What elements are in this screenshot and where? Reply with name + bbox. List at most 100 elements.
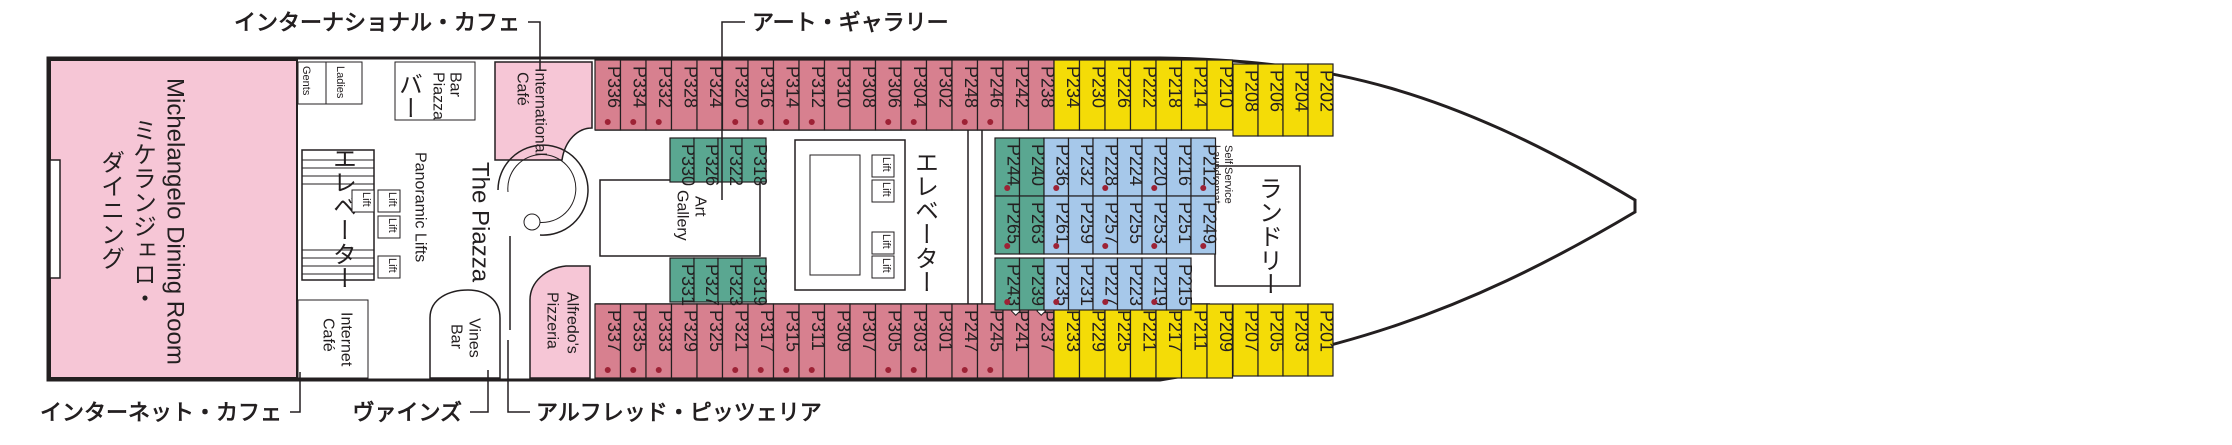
cabin-label: P327 (702, 264, 722, 306)
cabin-p247[interactable] (951, 303, 979, 379)
cabin-p329[interactable] (670, 303, 698, 379)
mid-lift-4[interactable] (871, 255, 895, 279)
cabin-p242[interactable] (1002, 59, 1030, 131)
alfredos-label-1: Alfredo's (564, 292, 581, 354)
cabin-p231[interactable] (1067, 257, 1094, 311)
restroom-gents[interactable] (297, 61, 327, 105)
cabin-label: P265 (1003, 202, 1023, 244)
cabin-p314[interactable] (772, 59, 800, 131)
cabin-p246[interactable] (976, 59, 1004, 131)
cabin-label: P304 (910, 66, 930, 108)
cabin-p316[interactable] (747, 59, 775, 131)
cabin-p203[interactable] (1282, 303, 1309, 377)
cabin-p238[interactable] (1027, 59, 1055, 131)
callout-line-intl-cafe (528, 21, 541, 70)
mid-lift-3[interactable] (871, 231, 895, 255)
cabin-p240[interactable] (1018, 137, 1045, 197)
cabin-p330[interactable] (669, 137, 695, 183)
cabin-label: P320 (731, 66, 751, 108)
cabin-p239[interactable] (1018, 257, 1045, 311)
cabin-label: P239 (1028, 264, 1048, 306)
cabin-p328[interactable] (670, 59, 698, 131)
cabin-p311[interactable] (798, 303, 826, 379)
lift-4[interactable] (351, 189, 375, 213)
dining-room[interactable] (49, 59, 298, 379)
lift-1[interactable] (377, 189, 401, 213)
cabin-p318[interactable] (741, 137, 767, 183)
cabin-p317[interactable] (747, 303, 775, 379)
cabin-p234[interactable] (1053, 59, 1081, 131)
mid-lift-1[interactable] (871, 154, 895, 178)
cabin-p319[interactable] (741, 257, 767, 303)
cabin-p207[interactable] (1232, 303, 1259, 377)
cabin-label: P321 (731, 310, 751, 352)
aft-stair-lines (302, 159, 374, 275)
balcony-dot (885, 367, 892, 373)
aft-elevator-label: エレベーター (329, 146, 356, 290)
cabin-p218[interactable] (1155, 59, 1183, 131)
laundry[interactable] (1214, 165, 1301, 287)
cabin-p232[interactable] (1067, 137, 1094, 197)
cabin-p325[interactable] (696, 303, 724, 379)
cabin-p215[interactable] (1165, 257, 1192, 311)
cabin-p323[interactable] (717, 257, 743, 303)
cabin-p217[interactable] (1155, 303, 1183, 379)
cabin-label: P212 (1199, 144, 1219, 186)
cabin-p237[interactable] (1027, 303, 1055, 379)
cabin-p226[interactable] (1104, 59, 1132, 131)
cabin-p304[interactable] (900, 59, 928, 131)
cabin-p320[interactable] (721, 59, 749, 131)
cabin-p209[interactable] (1206, 303, 1234, 379)
vines-bar-label-1: Vines (466, 318, 483, 358)
internet-cafe[interactable] (297, 299, 369, 379)
international-cafe[interactable] (494, 61, 593, 161)
bar-piazza[interactable] (394, 61, 476, 121)
cabin-p204[interactable] (1282, 63, 1309, 137)
balcony-dot (961, 367, 968, 373)
cabin-label: P242 (1012, 66, 1032, 108)
cabin-p308[interactable] (849, 59, 877, 131)
cabin-p307[interactable] (849, 303, 877, 379)
balcony-dot (630, 367, 637, 373)
cabin-p216[interactable] (1165, 137, 1192, 197)
cabin-p210[interactable] (1206, 59, 1234, 131)
cabin-p225[interactable] (1104, 303, 1132, 379)
cabin-p335[interactable] (619, 303, 647, 379)
vines-callout: ヴァインズ (352, 400, 462, 425)
cabin-p241[interactable] (1002, 303, 1030, 379)
cabin-label: P226 (1114, 66, 1134, 108)
vines-bar[interactable] (429, 289, 501, 379)
cabin-p251[interactable] (1165, 195, 1192, 255)
cabin-p303[interactable] (900, 303, 928, 379)
bar-piazza-label-2: Piazza (430, 72, 447, 120)
cabin-label: P259 (1077, 202, 1097, 244)
alfredos-pizzeria[interactable] (529, 265, 591, 379)
balcony-dot (1004, 185, 1011, 191)
cabin-p206[interactable] (1257, 63, 1284, 137)
cabin-p255[interactable] (1116, 195, 1143, 255)
cabin-p331[interactable] (669, 257, 695, 303)
cabin-p321[interactable] (721, 303, 749, 379)
cabin-p202[interactable] (1307, 63, 1334, 137)
mid-lift-2[interactable] (871, 179, 895, 203)
cabin-p211[interactable] (1180, 303, 1208, 379)
piazza-label: The Piazza (467, 162, 494, 283)
cabin-p306[interactable] (874, 59, 902, 131)
cabin-label: P221 (1139, 310, 1159, 352)
cabin-p309[interactable] (823, 303, 851, 379)
art-gallery[interactable] (599, 179, 761, 257)
cabin-label: P323 (726, 264, 746, 306)
lift-2[interactable] (377, 215, 401, 239)
bar-piazza-label-1: Bar (447, 72, 464, 98)
cabin-p334[interactable] (619, 59, 647, 131)
cabin-p201[interactable] (1307, 303, 1334, 377)
lift-3[interactable] (377, 255, 401, 279)
cabin-p259[interactable] (1067, 195, 1094, 255)
restroom-ladies[interactable] (325, 61, 363, 105)
cabin-p205[interactable] (1257, 303, 1284, 377)
cabin-p332[interactable] (645, 59, 673, 131)
cabin-p302[interactable] (925, 59, 953, 131)
cabin-p245[interactable] (976, 303, 1004, 379)
